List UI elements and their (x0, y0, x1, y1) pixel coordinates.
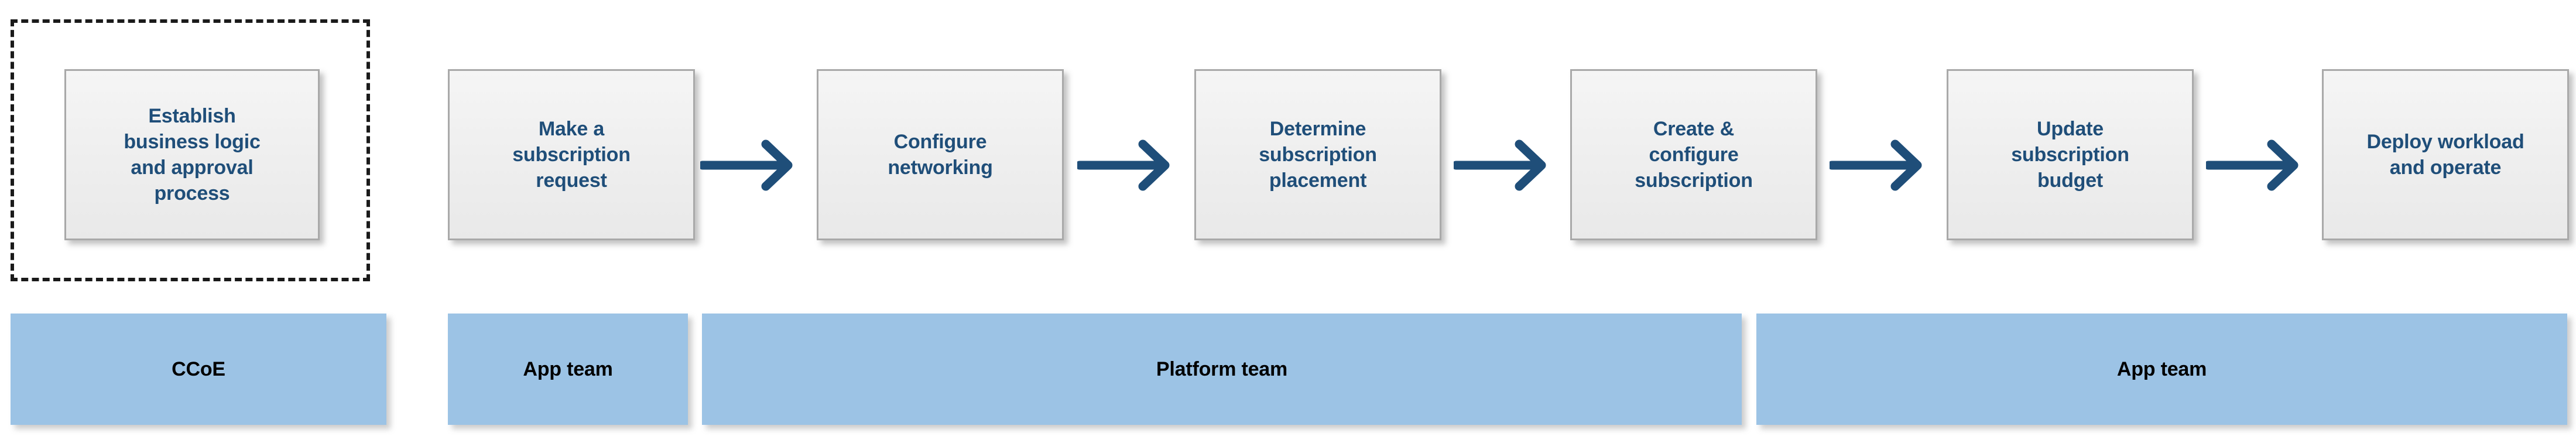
step-label: Configure networking (888, 130, 993, 179)
team-bar-label: CCoE (172, 357, 225, 380)
step-label: Determine subscription placement (1259, 117, 1377, 192)
step-label: Update subscription budget (2011, 117, 2129, 192)
team-bar-platform-team[interactable]: Platform team (702, 314, 1742, 425)
step-box-update-subscription-budget[interactable]: Update subscription budget (1947, 69, 2194, 240)
step-box-determine-subscription-placement[interactable]: Determine subscription placement (1194, 69, 1441, 240)
step-box-configure-networking[interactable]: Configure networking (817, 69, 1064, 240)
step-box-make-subscription-request[interactable]: Make a subscription request (448, 69, 695, 240)
team-bar-app-team-left[interactable]: App team (448, 314, 688, 425)
step-box-create-configure-subscription[interactable]: Create & configure subscription (1570, 69, 1817, 240)
governance-dashed-boundary (11, 19, 370, 281)
step-label: Establish business logic and approval pr… (124, 104, 261, 205)
step-box-deploy-workload-and-operate[interactable]: Deploy workload and operate (2322, 69, 2569, 240)
step-label: Create & configure subscription (1635, 117, 1753, 192)
arrow-right-icon (1077, 139, 1183, 191)
team-bar-ccoe[interactable]: CCoE (11, 314, 386, 425)
team-bar-label: App team (523, 357, 613, 380)
arrow-right-icon (1830, 139, 1935, 191)
arrow-right-icon (2206, 139, 2311, 191)
step-label: Deploy workload and operate (2366, 130, 2524, 179)
team-bar-label: Platform team (1156, 357, 1288, 380)
arrow-right-icon (1454, 139, 1559, 191)
step-label: Make a subscription request (512, 117, 631, 192)
team-bar-label: App team (2116, 357, 2207, 380)
step-box-establish-business-logic[interactable]: Establish business logic and approval pr… (64, 69, 320, 240)
arrow-right-icon (700, 139, 806, 191)
team-bar-app-team-right[interactable]: App team (1756, 314, 2567, 425)
